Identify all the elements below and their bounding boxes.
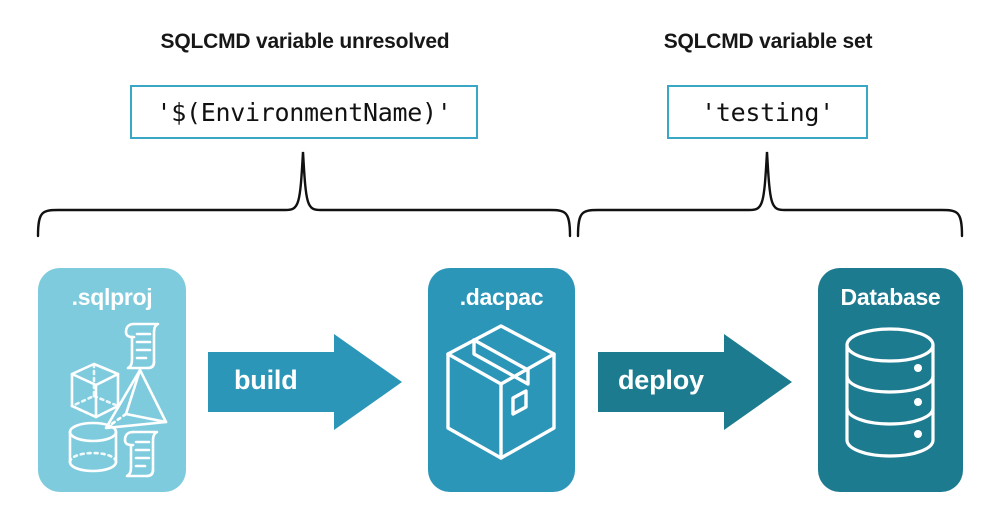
arrow-label-build: build <box>234 365 298 395</box>
node-label-sqlproj: .sqlproj <box>71 284 153 310</box>
package-box-icon <box>428 310 575 492</box>
value-box-left: '$(EnvironmentName)' <box>130 85 478 139</box>
node-label-database: Database <box>840 284 941 310</box>
arrow-build: build <box>208 330 404 434</box>
node-database[interactable]: Database <box>818 268 963 492</box>
header-label-right: SQLCMD variable set <box>663 30 873 53</box>
value-text-left: '$(EnvironmentName)' <box>156 97 452 127</box>
arrow-build-shape <box>208 334 402 430</box>
arrow-deploy: deploy <box>598 330 794 434</box>
brace-left <box>36 151 572 238</box>
arrow-deploy-shape <box>598 334 792 430</box>
value-text-right: 'testing' <box>701 97 834 127</box>
node-label-dacpac: .dacpac <box>459 284 544 310</box>
brace-right <box>576 151 964 238</box>
value-box-right: 'testing' <box>667 85 868 139</box>
node-sqlproj[interactable]: .sqlproj <box>38 268 186 492</box>
shapes-and-scripts-icon <box>38 310 186 492</box>
arrow-label-deploy: deploy <box>618 365 704 395</box>
node-dacpac[interactable]: .dacpac <box>428 268 575 492</box>
header-label-left: SQLCMD variable unresolved <box>160 30 450 53</box>
database-cylinder-icon <box>818 310 963 492</box>
